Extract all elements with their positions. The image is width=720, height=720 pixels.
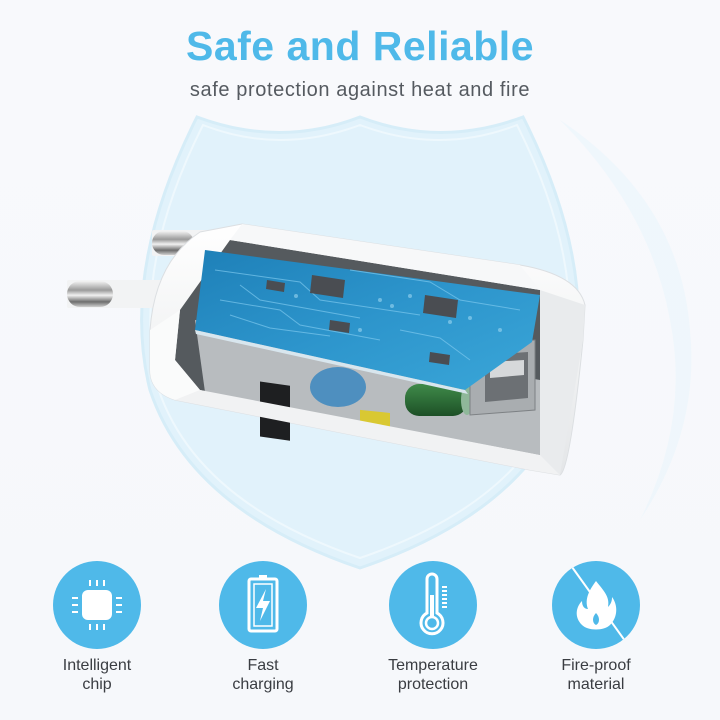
feature-label: Fire-proof material — [561, 657, 631, 693]
battery-bolt-icon — [219, 561, 307, 649]
pcb-chips — [266, 275, 458, 365]
feature-fast-charging: Fast charging — [183, 561, 343, 694]
feature-label: Fast charging — [232, 657, 294, 693]
feature-label: Temperature protection — [388, 657, 478, 693]
page-title: Safe and Reliable — [185, 23, 534, 69]
feature-temperature-protection: Temperature protection — [353, 561, 513, 694]
feature-label: Intelligent chip — [62, 657, 132, 693]
page-subtitle: safe protection against heat and fire — [189, 79, 531, 101]
thermometer-icon — [389, 561, 477, 649]
flame-crossed-icon — [552, 561, 640, 649]
feature-intelligent-chip: Intelligent chip — [17, 561, 177, 694]
feature-fire-proof-material: Fire-proof material — [516, 561, 676, 694]
chip-icon — [53, 561, 141, 649]
feature-list: Intelligent chip Fast charging — [0, 561, 720, 711]
